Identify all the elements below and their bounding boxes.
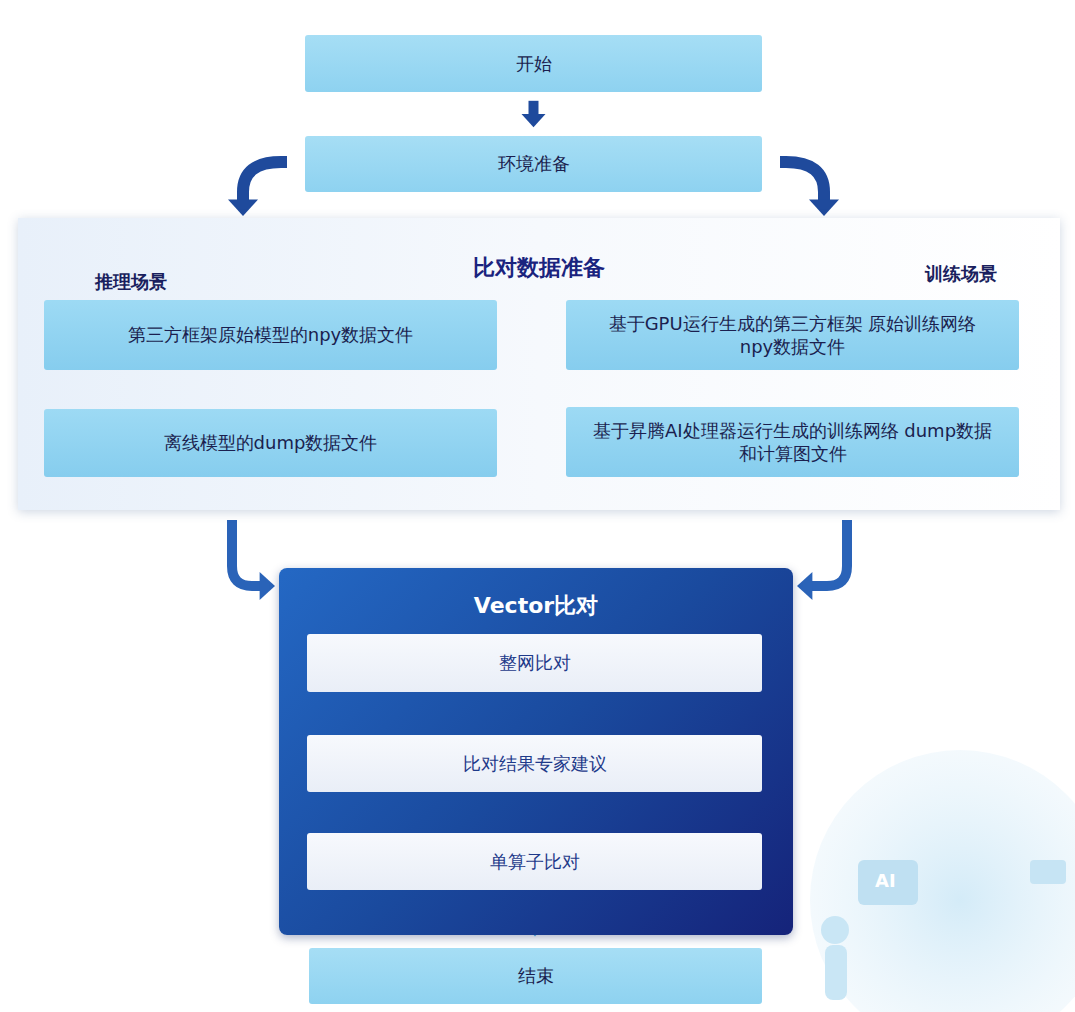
arrow-shaft xyxy=(529,101,539,115)
arrow-head xyxy=(260,572,275,600)
scene-label: 训练场景 xyxy=(925,262,997,286)
arrow-head xyxy=(809,200,839,217)
panel-title: Vector比对 xyxy=(474,592,598,621)
watermark-screen xyxy=(858,860,918,905)
watermark-circle xyxy=(810,750,1075,1012)
data-box: 基于昇腾AI处理器运行生成的训练网络 dump数据和计算图文件 xyxy=(566,407,1019,477)
arrow-head xyxy=(228,200,258,217)
process-box: 结束 xyxy=(309,948,762,1004)
scene-label: 推理场景 xyxy=(95,270,167,294)
box-text: 基于昇腾AI处理器运行生成的训练网络 dump数据和计算图文件 xyxy=(593,419,993,466)
arrow-shaft xyxy=(243,162,287,204)
group-panel: Vector比对整网比对比对结果专家建议单算子比对 xyxy=(279,568,793,935)
watermark-text: AI xyxy=(875,870,896,891)
flow-arrow xyxy=(780,162,839,216)
arrow-head xyxy=(522,114,546,127)
box-text: 开始 xyxy=(516,52,552,75)
watermark-figure xyxy=(821,916,849,944)
group-panel: 比对数据准备第三方框架原始模型的npy数据文件离线模型的dump数据文件 基于GP… xyxy=(18,218,1060,510)
data-box: 离线模型的dump数据文件 xyxy=(44,409,497,477)
flow-arrow xyxy=(228,162,287,216)
arrow-shaft xyxy=(780,162,824,204)
step-box: 单算子比对 xyxy=(307,833,762,890)
watermark-card xyxy=(1030,860,1066,884)
arrow-shaft xyxy=(807,520,847,586)
flow-arrow xyxy=(232,520,275,600)
box-text: 基于GPU运行生成的第三方框架 原始训练网络npy数据文件 xyxy=(593,312,993,359)
box-text: 第三方框架原始模型的npy数据文件 xyxy=(128,323,414,346)
process-box: 环境准备 xyxy=(305,136,762,192)
panel-title: 比对数据准备 xyxy=(473,254,605,283)
arrow-head xyxy=(797,572,812,600)
flow-arrow xyxy=(797,520,847,600)
data-box: 第三方框架原始模型的npy数据文件 xyxy=(44,300,497,370)
data-box: 基于GPU运行生成的第三方框架 原始训练网络npy数据文件 xyxy=(566,300,1019,370)
watermark-figure xyxy=(825,945,847,1000)
step-box: 比对结果专家建议 xyxy=(307,735,762,792)
box-text: 单算子比对 xyxy=(490,850,580,873)
box-text: 整网比对 xyxy=(499,651,571,674)
process-box: 开始 xyxy=(305,35,762,92)
step-box: 整网比对 xyxy=(307,634,762,692)
box-text: 离线模型的dump数据文件 xyxy=(164,431,378,454)
flow-arrow xyxy=(522,101,546,127)
box-text: 比对结果专家建议 xyxy=(463,752,607,775)
box-text: 环境准备 xyxy=(498,152,570,175)
box-text: 结束 xyxy=(518,964,554,987)
